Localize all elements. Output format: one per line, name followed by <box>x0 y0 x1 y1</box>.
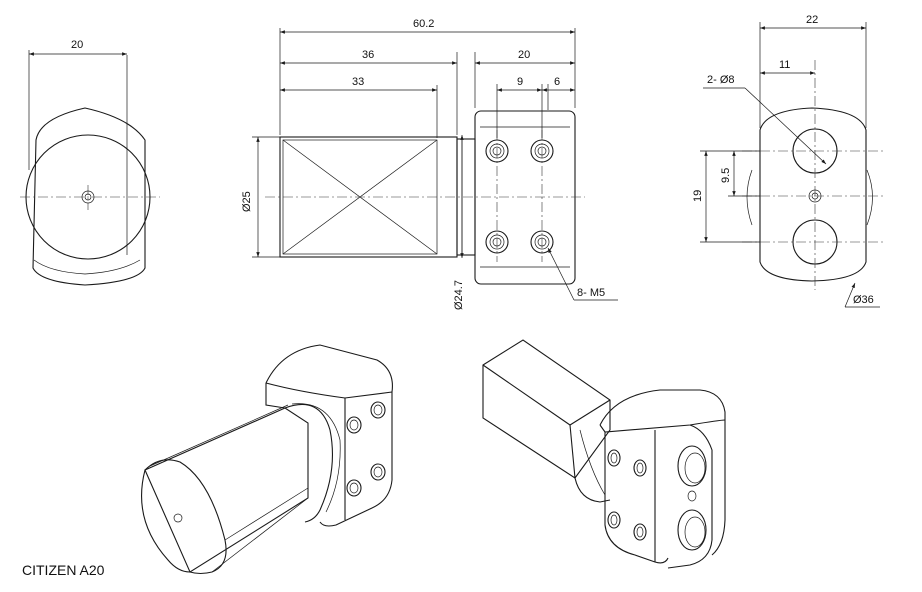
dim-hole-spacing: 9 <box>517 76 523 88</box>
left-end-view: 20 <box>20 39 160 286</box>
dim-bore-spacing: 19 <box>692 190 704 202</box>
dim-flat-length: 33 <box>352 76 364 88</box>
dim-head-diameter: Ø36 <box>853 294 874 306</box>
model-label: CITIZEN A20 <box>22 562 105 578</box>
iso-left-holes <box>346 401 386 497</box>
dim-hole-offset: 6 <box>554 76 560 88</box>
front-view: 60.2 36 33 20 9 6 Ø25 Ø24.7 8- M5 <box>241 18 618 310</box>
dim-end-half-width: 11 <box>779 59 790 71</box>
bore-callout: 2- Ø8 <box>707 74 735 86</box>
right-end-view: 22 11 2- Ø8 9.5 19 Ø36 <box>692 14 884 308</box>
isometric-view-right <box>482 339 726 569</box>
dim-end-width: 22 <box>806 14 818 26</box>
dim-overall-length: 60.2 <box>413 18 434 30</box>
dim-head-length: 20 <box>518 49 530 61</box>
dim-bore-offset: 9.5 <box>720 168 732 183</box>
thread-callout: 8- M5 <box>577 287 605 299</box>
dim-side-width: 20 <box>71 39 83 51</box>
dim-shank-diameter: Ø25 <box>241 191 253 212</box>
dim-neck-diameter: Ø24.7 <box>453 280 465 310</box>
thread-holes <box>485 139 554 254</box>
iso-right-holes <box>607 449 647 541</box>
isometric-view-left <box>141 344 393 575</box>
dim-shank-length: 36 <box>362 49 374 61</box>
